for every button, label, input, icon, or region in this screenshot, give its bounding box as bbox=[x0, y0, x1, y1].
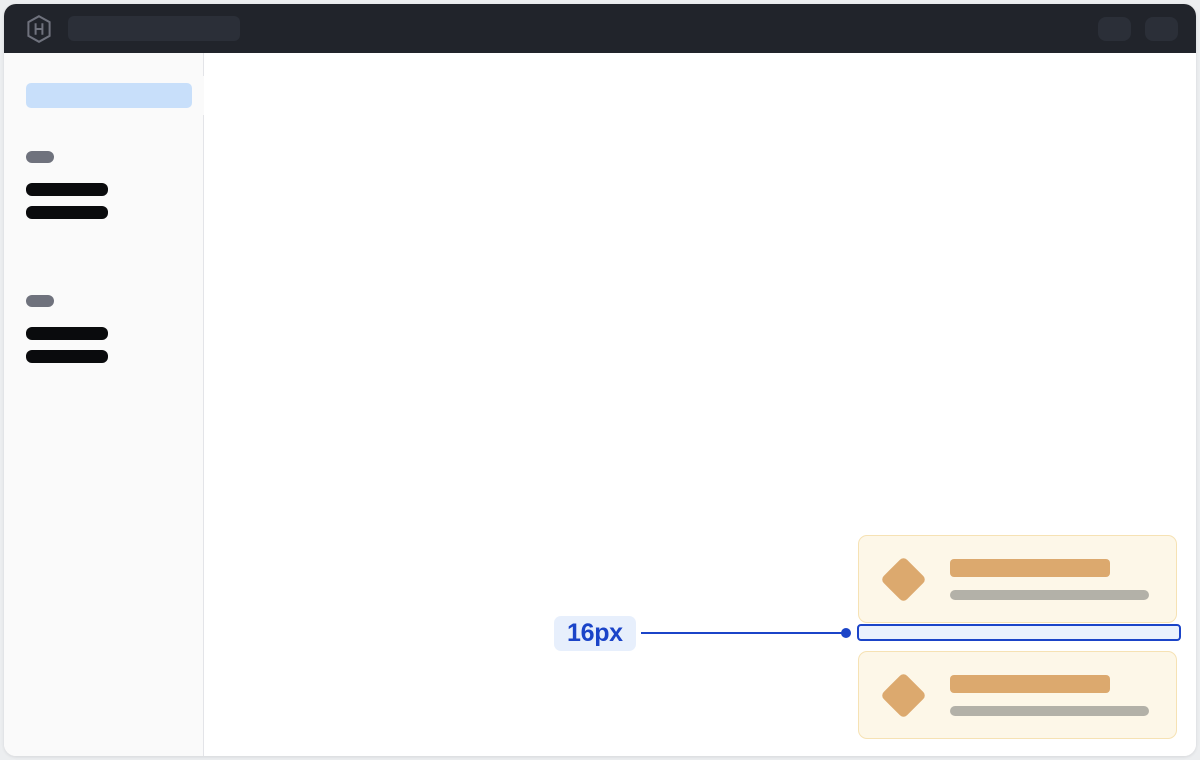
spacing-leader-line bbox=[641, 632, 849, 634]
card-text-block bbox=[950, 558, 1149, 600]
sidebar-group-1-label bbox=[26, 151, 54, 163]
spacing-gap-highlight bbox=[857, 624, 1181, 641]
diamond-icon bbox=[880, 671, 927, 719]
card-subtitle bbox=[950, 589, 1149, 600]
sidebar bbox=[4, 53, 204, 756]
top-navigation-bar bbox=[4, 4, 1196, 53]
content-card[interactable] bbox=[858, 535, 1177, 623]
content-card[interactable] bbox=[858, 651, 1177, 739]
card-title bbox=[950, 674, 1110, 693]
sidebar-group-1 bbox=[26, 151, 108, 219]
card-subtitle bbox=[950, 705, 1149, 716]
hashicorp-hexagon-logo[interactable] bbox=[26, 14, 52, 43]
card-title bbox=[950, 558, 1110, 577]
app-window: 16px bbox=[4, 4, 1196, 756]
sidebar-item-1-2[interactable] bbox=[26, 206, 108, 219]
spacing-leader-dot bbox=[841, 628, 851, 638]
sidebar-item-2-1[interactable] bbox=[26, 327, 108, 340]
sidebar-item-1-1[interactable] bbox=[26, 183, 108, 196]
topbar-pill-1[interactable] bbox=[1098, 16, 1131, 41]
sidebar-selected-item[interactable] bbox=[26, 83, 192, 108]
diamond-icon bbox=[880, 555, 927, 603]
global-search-input[interactable] bbox=[68, 16, 240, 41]
card-text-block bbox=[950, 674, 1149, 716]
sidebar-group-2-label bbox=[26, 295, 54, 307]
topbar-actions bbox=[1098, 16, 1178, 41]
topbar-pill-2[interactable] bbox=[1145, 16, 1178, 41]
sidebar-item-2-2[interactable] bbox=[26, 350, 108, 363]
sidebar-group-2 bbox=[26, 295, 108, 363]
spacing-value-label: 16px bbox=[554, 616, 636, 651]
